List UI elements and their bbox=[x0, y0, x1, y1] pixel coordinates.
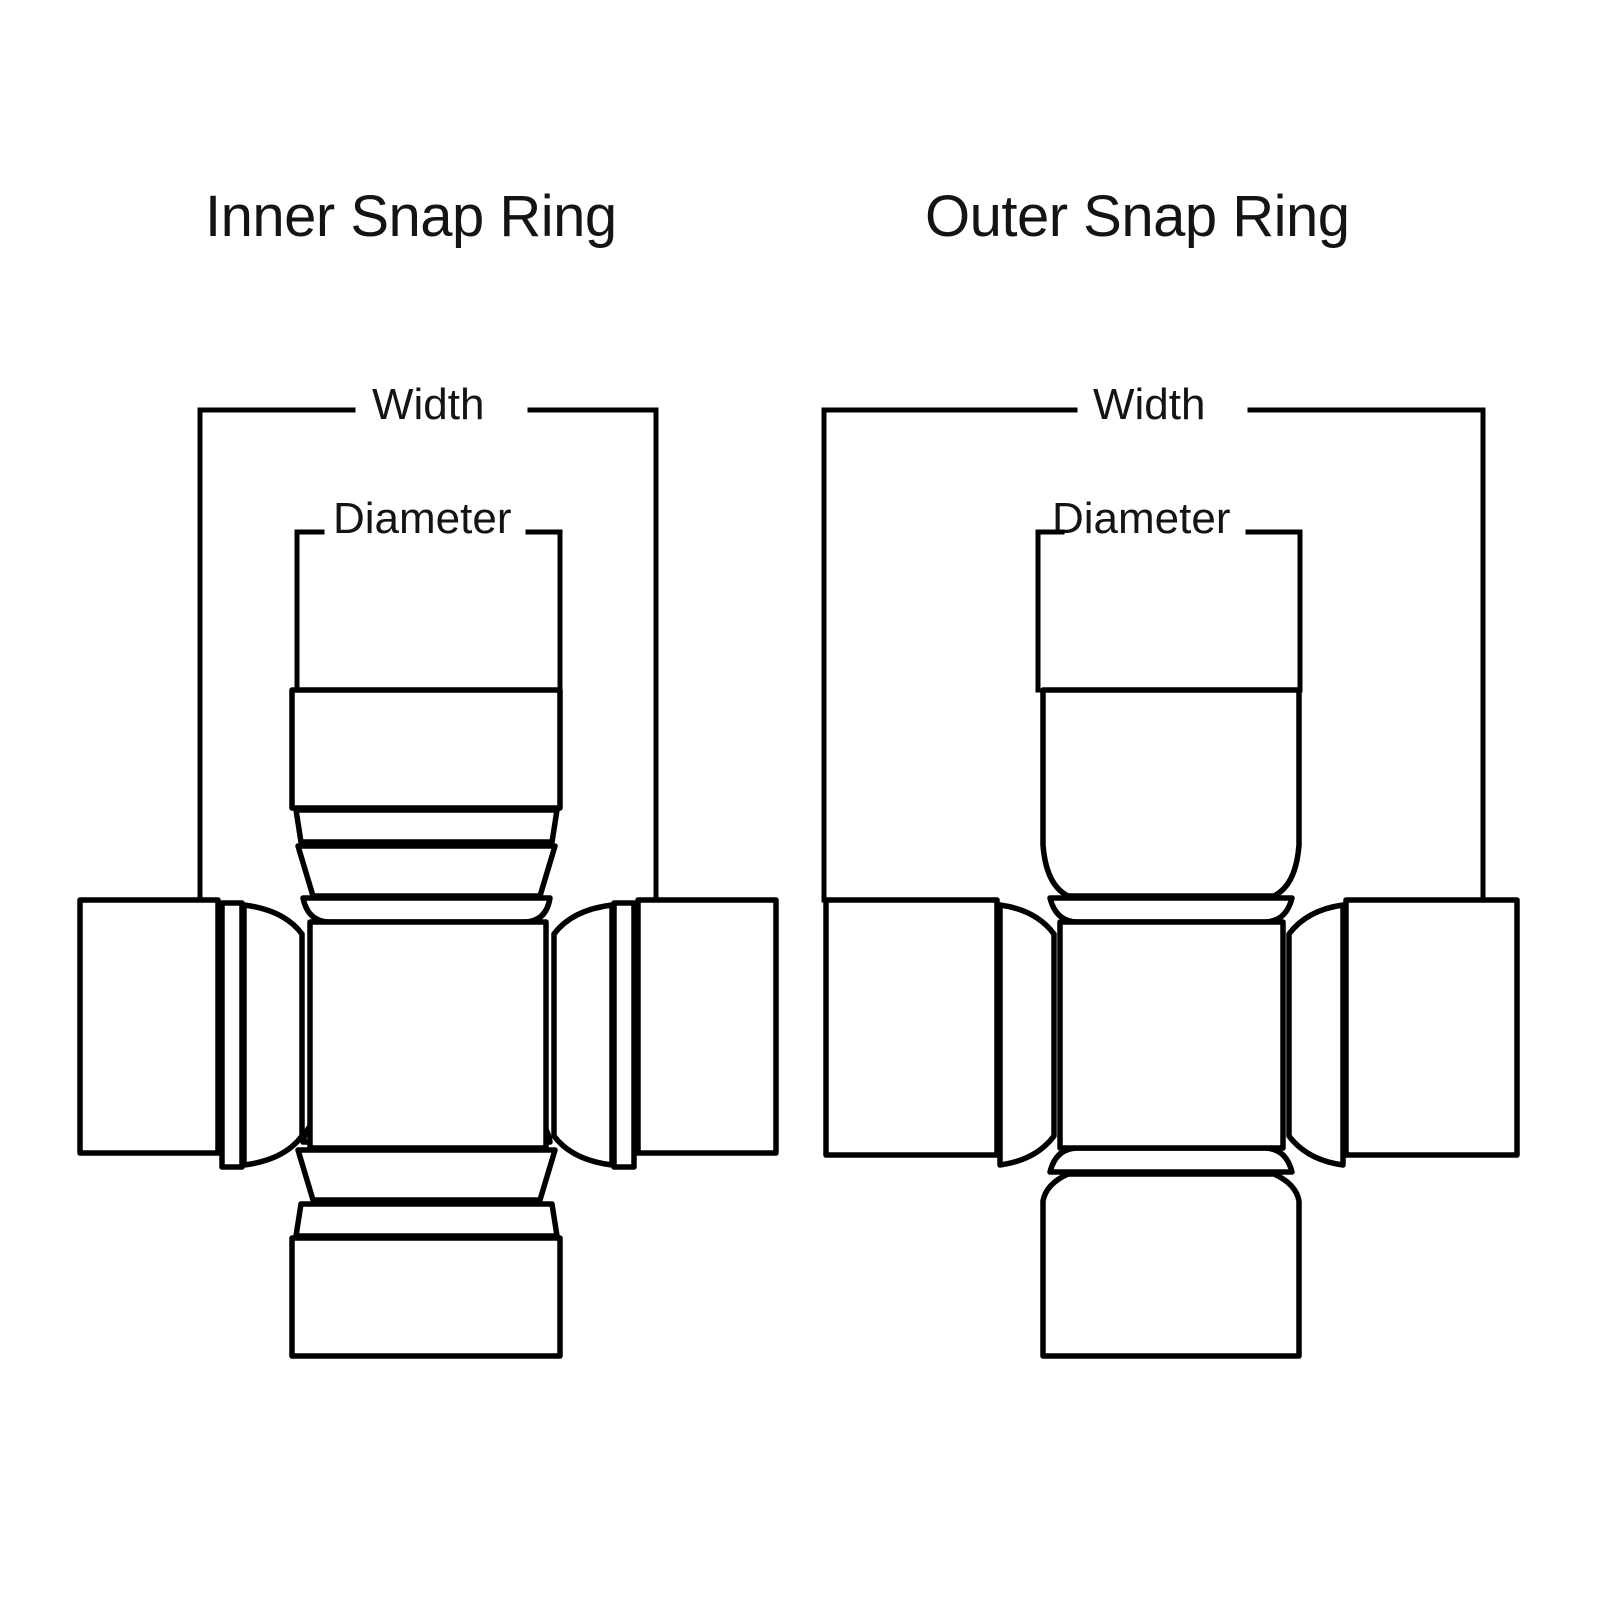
left-arm-band-inner bbox=[219, 900, 245, 1170]
width-dimension-outer bbox=[821, 407, 1486, 903]
dimension-label-width-inner: Width bbox=[362, 383, 495, 427]
bottom-bearing-cap-body-outer bbox=[1040, 1171, 1302, 1359]
bottom-seal-lip-outer bbox=[1047, 1145, 1295, 1175]
left-arm-bearing-cap-outer bbox=[823, 897, 1000, 1158]
outer-snap-ring-drawing bbox=[821, 407, 1520, 1359]
panel-title-inner-snap-ring: Inner Snap Ring bbox=[205, 184, 617, 249]
right-arm-bearing-cap-outer bbox=[1343, 897, 1520, 1158]
bottom-bearing-cap-body-inner bbox=[289, 1235, 563, 1359]
dimension-label-diameter-inner: Diameter bbox=[323, 497, 522, 541]
top-snap-ring-band-inner bbox=[293, 807, 560, 845]
top-seal-taper-inner bbox=[295, 843, 558, 899]
right-arm-bearing-cap-inner bbox=[635, 897, 779, 1156]
inner-snap-ring-drawing bbox=[77, 407, 779, 1359]
right-arm-band-inner bbox=[611, 900, 637, 1170]
dimension-label-width-outer: Width bbox=[1083, 383, 1216, 427]
diameter-dimension-outer bbox=[1035, 529, 1303, 693]
top-seal-lip-outer bbox=[1047, 895, 1295, 925]
panel-title-outer-snap-ring: Outer Snap Ring bbox=[925, 184, 1350, 249]
left-arm-shoulder-outer bbox=[997, 902, 1057, 1168]
right-arm-shoulder-outer bbox=[1286, 902, 1346, 1168]
cross-center-body-outer bbox=[1057, 919, 1286, 1151]
left-arm-shoulder-inner bbox=[241, 902, 305, 1168]
cross-center-body-inner bbox=[307, 919, 549, 1151]
bottom-snap-ring-band-inner bbox=[293, 1201, 560, 1239]
dimension-label-diameter-outer: Diameter bbox=[1042, 497, 1241, 541]
top-bearing-cap-body-inner bbox=[289, 687, 563, 811]
right-arm-shoulder-inner bbox=[551, 902, 615, 1168]
width-dimension-inner bbox=[197, 407, 659, 903]
top-bearing-cap-body-outer bbox=[1040, 687, 1302, 899]
bottom-seal-taper-inner bbox=[295, 1147, 558, 1203]
top-seal-lip-inner bbox=[300, 895, 553, 925]
left-arm-bearing-cap-inner bbox=[77, 897, 221, 1156]
diameter-dimension-inner bbox=[294, 529, 563, 693]
